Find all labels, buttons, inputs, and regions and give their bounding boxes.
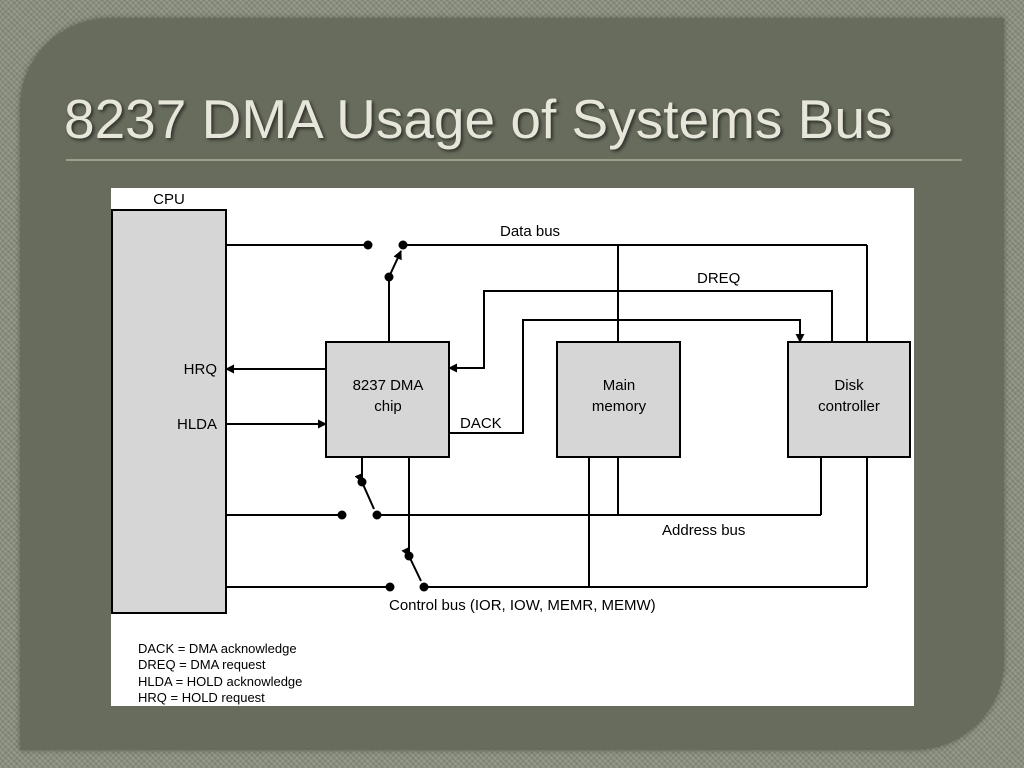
- disk-label-line1: Disk: [834, 377, 864, 394]
- dma-bus-diagram: CPU 8237 DMA chip Main memory Disk contr…: [111, 188, 914, 706]
- data-bus-label: Data bus: [500, 223, 560, 240]
- hlda-label: HLDA: [177, 416, 217, 433]
- address-bus-lines: [226, 457, 822, 516]
- diagram-canvas: CPU 8237 DMA chip Main memory Disk contr…: [111, 191, 911, 705]
- control-bus-lines: [226, 457, 868, 588]
- dreq-line: [448, 290, 833, 373]
- disk-controller-box: [787, 341, 911, 458]
- disk-label-line2: controller: [818, 398, 880, 415]
- control-bus-label: Control bus (IOR, IOW, MEMR, MEMW): [389, 597, 656, 614]
- address-bus-switch: [337, 472, 382, 520]
- hrq-label: HRQ: [184, 361, 217, 378]
- dreq-label: DREQ: [697, 270, 740, 287]
- legend-item: HRQ = HOLD request: [138, 690, 265, 705]
- cpu-label: CPU: [153, 191, 185, 208]
- dack-line: [449, 319, 805, 434]
- dack-label: DACK: [460, 415, 502, 432]
- title-divider: [66, 159, 962, 161]
- legend-item: DACK = DMA acknowledge: [138, 641, 297, 656]
- dma-label-line1: 8237 DMA: [353, 377, 424, 394]
- memory-label-line1: Main: [603, 377, 636, 394]
- cpu-box: [111, 209, 227, 614]
- data-bus-lines: [226, 244, 868, 342]
- control-bus-switch: [385, 546, 429, 592]
- dma-label-line2: chip: [374, 398, 402, 415]
- legend-item: DREQ = DMA request: [138, 657, 266, 672]
- address-bus-label: Address bus: [662, 522, 745, 539]
- legend: DACK = DMA acknowledge DREQ = DMA reques…: [138, 641, 302, 705]
- slide-title: 8237 DMA Usage of Systems Bus: [64, 88, 893, 150]
- data-bus-switch: [363, 240, 408, 282]
- legend-item: HLDA = HOLD acknowledge: [138, 674, 302, 689]
- memory-label-line2: memory: [592, 398, 647, 415]
- dma-chip-box: [325, 341, 450, 458]
